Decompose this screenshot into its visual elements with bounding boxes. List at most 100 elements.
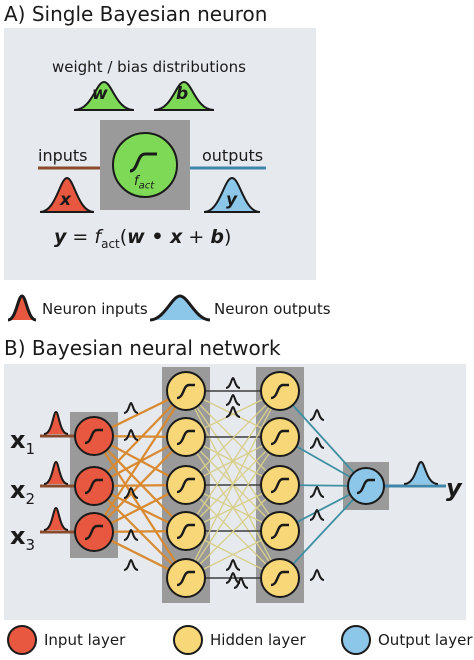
eq-f-sub: act [101,236,120,251]
input-distribution-2 [43,460,69,485]
edge-input-3-hidden1-2 [93,436,187,533]
hidden1-node-4-activation [176,523,195,540]
bias-symbol: b [176,84,189,104]
hidden2-node-2 [260,417,300,457]
eq-f: f [94,226,102,248]
edge-hidden1-5-hidden2-2 [185,436,281,579]
output-distribution [203,176,261,213]
inputs-label: inputs [38,146,88,165]
weight-distribution-7 [225,393,241,406]
input-node-1-activation [84,428,103,445]
input-x1-base: x [10,426,26,454]
eq-plus: + [182,226,211,248]
hidden2-node-5 [260,558,300,598]
hidden2-node-1 [260,371,300,411]
legend-output-layer: Output layer [378,631,473,649]
hidden2-node-3 [260,465,300,505]
weight-symbol: w [92,84,108,104]
hidden1-node-5-activation [176,570,195,587]
neuron-outputs-icon [149,294,211,322]
weight-distribution-13 [309,436,325,449]
output-distribution [403,460,439,485]
weight-distribution-5 [123,558,139,571]
activation-label: fact [134,174,154,192]
bias-distribution [153,80,215,111]
eq-equals: = [66,226,95,248]
legend-hidden-layer: Hidden layer [210,631,306,649]
hidden1-node-2-activation [176,429,195,446]
hidden2-node-5-activation [270,570,289,587]
hidden1-node-3 [166,465,206,505]
output-symbol: y [226,190,238,210]
neuron-inputs-icon [7,294,37,322]
eq-lhs: y [54,226,67,248]
input-symbol: x [60,190,71,210]
activation-base: f [134,174,139,189]
input-x3: x3 [10,522,35,554]
legend-neuron-inputs: Neuron inputs [42,300,148,318]
output-layer-swatch [341,625,371,655]
hidden1-node-1 [166,371,206,411]
input-x3-sub: 3 [25,535,36,554]
hidden-layer-swatch [173,625,203,655]
panel-b-title: B) Bayesian neural network [4,336,281,360]
hidden2-node-4-activation [270,523,289,540]
eq-w: w [127,226,145,248]
input-node-3-activation [84,524,103,541]
edge-input-3-hidden1-1 [93,390,187,533]
weight-distribution-1 [123,401,139,414]
edge-hidden1-3-hidden2-1 [185,390,281,486]
weight-distribution-4 [123,528,139,541]
legend-input-layer: Input layer [44,631,126,649]
weight-distribution-6 [225,376,241,389]
input-node-3 [74,512,114,552]
eq-close: ) [223,226,232,248]
output-node-activation [356,478,375,495]
hidden2-node-4 [260,511,300,551]
hidden2-node-3-activation [270,477,289,494]
distributions-label: weight / bias distributions [52,58,246,76]
outputs-label: outputs [202,146,264,165]
eq-dot: • [144,226,171,248]
edge-hidden2-5-output [279,485,367,579]
edge-hidden1-5-hidden2-3 [185,484,281,579]
weight-distribution-3 [123,486,139,499]
hidden2-node-1-activation [270,383,289,400]
input-x3-base: x [10,522,26,550]
eq-x: x [170,226,183,248]
edge-hidden1-5-hidden2-1 [185,390,281,579]
input-x2-sub: 2 [25,489,36,508]
output-node [347,467,385,505]
hidden1-node-2 [166,417,206,457]
input-distribution [39,176,95,213]
edge-hidden1-4-hidden2-1 [185,390,281,532]
hidden1-node-4 [166,511,206,551]
input-node-2 [74,466,114,506]
input-node-1 [74,416,114,456]
weight-distribution-12 [309,408,325,421]
input-distribution-1 [43,410,69,435]
edge-hidden2-1-output [279,390,367,487]
input-layer-swatch [7,625,37,655]
hidden1-node-5 [166,558,206,598]
input-x1: x1 [10,426,35,458]
input-x2-base: x [10,476,26,504]
hidden1-node-3-activation [176,477,195,494]
activation-curve [129,152,157,173]
legend-neuron-outputs: Neuron outputs [214,300,331,318]
weight-distribution-15 [309,508,325,521]
edge-input-2-hidden1-1 [93,390,187,487]
weight-distribution-9 [225,558,241,571]
input-distribution-3 [43,506,69,531]
edge-input-1-hidden1-5 [93,435,187,579]
input-node-2-activation [84,478,103,495]
weight-distribution-8 [225,405,241,418]
hidden2-node-2-activation [270,429,289,446]
weight-distribution-10 [225,571,241,584]
weight-distribution-2 [123,428,139,441]
weight-distribution [73,80,135,111]
weight-distribution-16 [309,568,325,581]
